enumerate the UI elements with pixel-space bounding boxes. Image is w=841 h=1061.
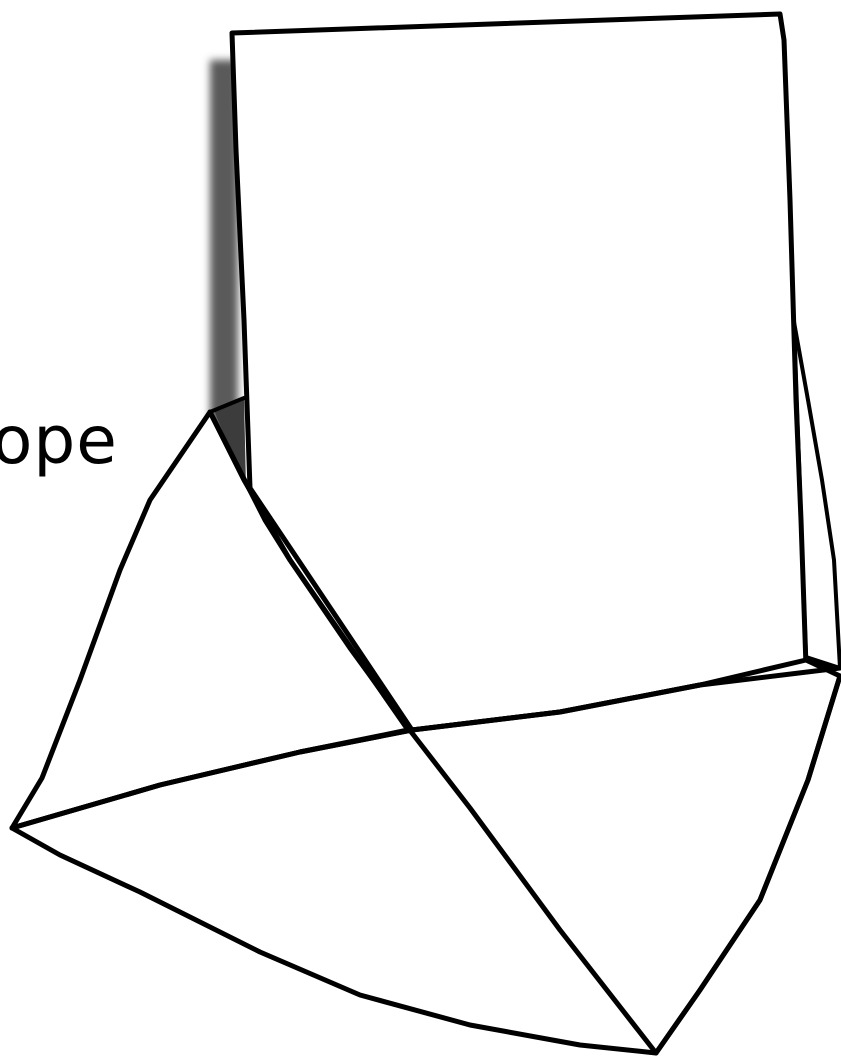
envelope-letter-sketch [0, 0, 841, 1061]
